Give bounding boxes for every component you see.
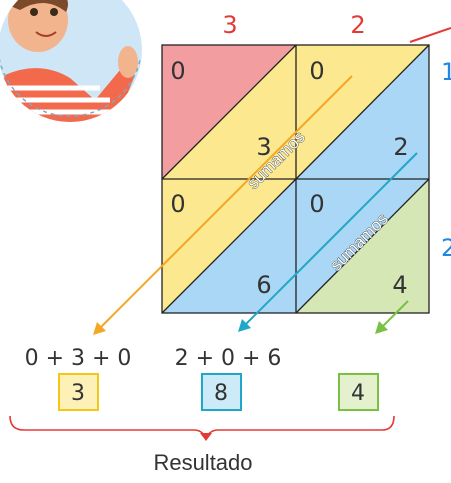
cell-tl-tens: 0 <box>170 57 185 85</box>
cell-bl-units: 6 <box>256 271 271 299</box>
cell-tr-tens: 0 <box>309 57 324 85</box>
result-digit-3: 4 <box>351 381 365 406</box>
cell-bl-tens: 0 <box>170 190 185 218</box>
right-digit-2: 2 <box>441 234 451 262</box>
boy-avatar <box>0 0 142 130</box>
result-label: Resultado <box>153 450 252 475</box>
brace-pointer <box>200 433 212 441</box>
result-digit-1: 3 <box>71 381 85 406</box>
cell-br-tens: 0 <box>309 190 324 218</box>
sum-expression-1: 0 + 3 + 0 <box>25 346 132 371</box>
sum-expression-2: 2 + 0 + 6 <box>175 346 282 371</box>
cell-tr-units: 2 <box>393 133 408 161</box>
pointer-line <box>410 28 451 42</box>
lattice-grid <box>162 45 429 313</box>
cell-br-units: 4 <box>392 271 407 299</box>
top-digit-2: 2 <box>350 11 365 39</box>
top-digit-1: 3 <box>222 11 237 39</box>
right-digit-1: 1 <box>441 58 451 86</box>
result-digit-2: 8 <box>214 381 228 406</box>
